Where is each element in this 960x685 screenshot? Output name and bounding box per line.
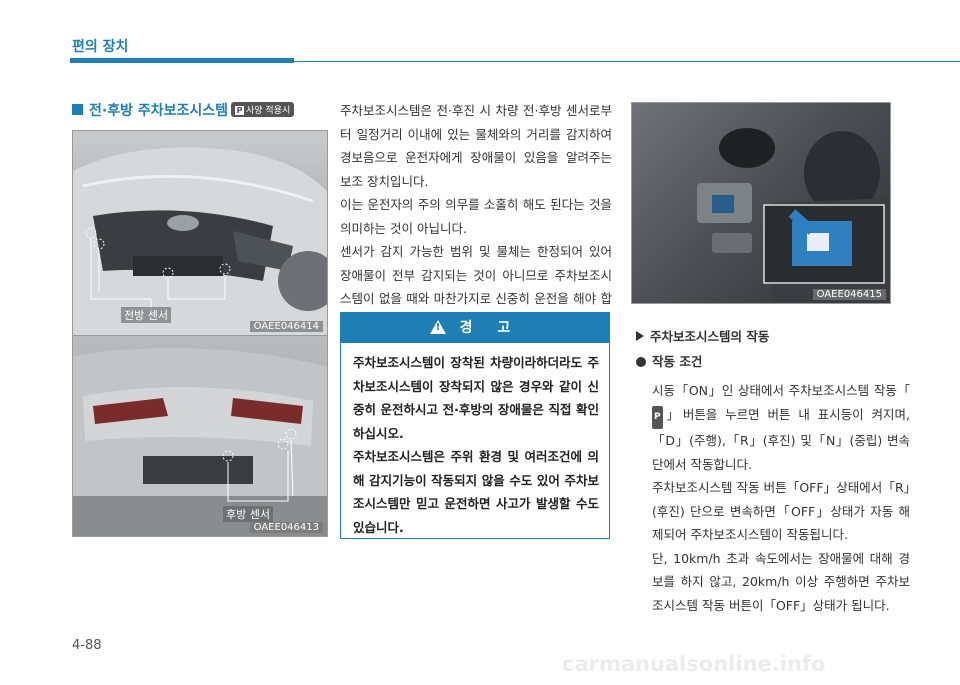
warning-exclamation: ! (435, 322, 441, 333)
condition-heading: 작동 조건 (636, 351, 702, 370)
option-tag-label: 사양 적용시 (246, 106, 291, 116)
page-number: 4-88 (72, 638, 102, 653)
front-sensor-photo: 전방 센서 OAEE046414 (72, 130, 328, 336)
operation-text: 시동「ON」인 상태에서 주차보조시스템 작동「 P」버튼을 누르면 버튼 내 표… (652, 379, 910, 617)
warning-paragraph: 주차보조시스템은 주위 환경 및 여러조건에 의해 감지기능이 작동되지 않을 … (353, 449, 599, 535)
rear-car-illustration (73, 348, 327, 536)
intro-paragraph: 이는 운전자의 주의 의무를 소홀히 해도 된다는 것을 의미하는 것이 아닙니… (340, 197, 612, 236)
circle-bullet-icon (636, 357, 646, 367)
operation-heading: 주차보조시스템의 작동 (636, 326, 769, 345)
section-square-icon (72, 104, 83, 115)
warning-box: ! 경 고 주차보조시스템이 장착된 차량이라하더라도 주차보조시스템이 장착되지… (340, 312, 610, 539)
operation-heading-text: 주차보조시스템의 작동 (650, 329, 770, 344)
operation-p1-before: 시동「ON」인 상태에서 주차보조시스템 작동「 (652, 383, 910, 398)
triangle-bullet-icon (636, 331, 644, 341)
warning-body: 주차보조시스템이 장착된 차량이라하더라도 주차보조시스템이 장착되지 않은 경… (341, 343, 609, 539)
section-title: 전·후방 주차보조시스템 (89, 103, 228, 119)
rear-sensor-label: 후방 센서 (223, 506, 273, 522)
rear-photo-code: OAEE046413 (249, 522, 323, 533)
watermark: carmanualsonline.info (562, 652, 826, 676)
console-illustration (697, 128, 890, 303)
front-car-illustration (73, 147, 327, 335)
warning-paragraph: 주차보조시스템이 장착된 차량이라하더라도 주차보조시스템이 장착되지 않은 경… (353, 355, 599, 441)
intro-paragraph: 주차보조시스템은 전·후진 시 차량 전·후방 센서로부터 일정거리 이내에 있… (340, 103, 612, 189)
chapter-bar (70, 58, 294, 63)
intro-text: 주차보조시스템은 전·후진 시 차량 전·후방 센서로부터 일정거리 이내에 있… (340, 99, 612, 334)
warning-header: ! 경 고 (341, 313, 609, 343)
console-photo-code: OAEE046415 (812, 289, 886, 300)
warning-title: 경 고 (459, 320, 521, 336)
chapter-rule (294, 61, 960, 62)
front-photo-code: OAEE046414 (249, 321, 323, 332)
condition-heading-text: 작동 조건 (652, 354, 703, 369)
front-sensor-label: 전방 센서 (121, 307, 171, 323)
chapter-title: 편의 장치 (72, 39, 129, 55)
warning-triangle-icon: ! (429, 320, 446, 334)
operation-paragraph-1: 시동「ON」인 상태에서 주차보조시스템 작동「 P」버튼을 누르면 버튼 내 표… (652, 379, 910, 476)
operation-paragraph-2: 주차보조시스템 작동 버튼「OFF」상태에서「R」(후진) 단으로 변속하면「O… (652, 480, 910, 542)
console-photo: OAEE046415 (631, 102, 891, 304)
parking-button-icon: P (652, 405, 663, 429)
operation-paragraph-3: 단, 10km/h 초과 속도에서는 장애물에 대해 경보를 하지 않고, 20… (652, 550, 910, 613)
operation-p1-after: 」버튼을 누르면 버튼 내 표시등이 켜지며,「D」(주행),「R」(후진) 및… (652, 406, 910, 472)
parking-p-icon: P (235, 106, 244, 115)
rear-sensor-photo: 후방 센서 OAEE046413 (72, 335, 328, 537)
